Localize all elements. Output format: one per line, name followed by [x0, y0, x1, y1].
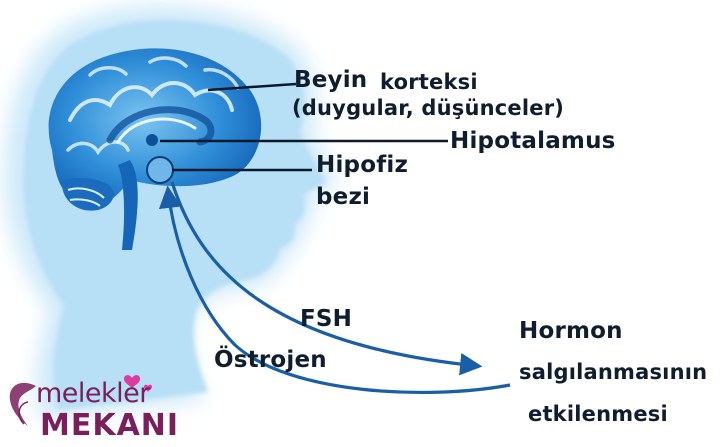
label-salgilanmasinin: salgılanmasının	[519, 360, 708, 384]
label-hipotalamus: Hipotalamus	[450, 128, 616, 154]
label-bezi: bezi	[316, 184, 371, 210]
label-hormon: Hormon	[519, 318, 623, 344]
label-etkilenmesi: etkilenmesi	[528, 402, 668, 426]
label-ostrojen: Östrojen	[214, 347, 327, 373]
ostrojen-arrow	[158, 185, 511, 395]
melekler-mekani-logo: melekler MEKANI	[6, 372, 181, 444]
label-duygular: (duygular, düşünceler)	[292, 96, 565, 120]
label-hipofiz: Hipofiz	[316, 152, 409, 178]
fsh-arrow	[170, 181, 483, 376]
heart-icon	[124, 375, 140, 388]
pituitary-gland	[146, 156, 174, 184]
label-korteksi: korteksi	[380, 70, 478, 94]
angel-wing-icon	[9, 375, 152, 426]
leader-lines	[160, 82, 448, 172]
label-fsh: FSH	[300, 306, 353, 332]
logo-line1: melekler	[36, 378, 150, 409]
feedback-arrows	[158, 181, 511, 395]
logo-line2: MEKANI	[40, 408, 180, 443]
label-beyin: Beyin	[294, 67, 368, 93]
